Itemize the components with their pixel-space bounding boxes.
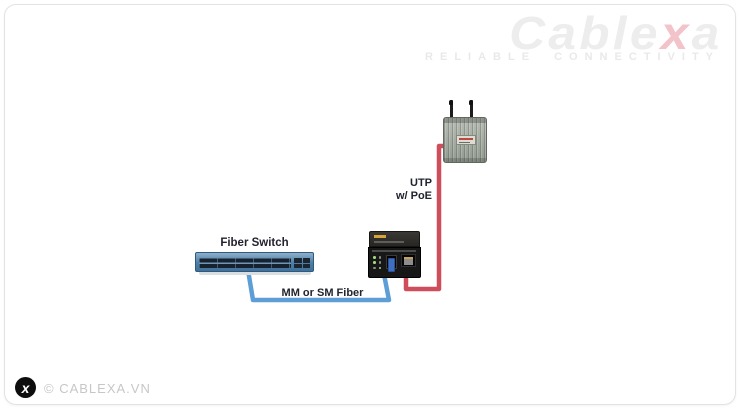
media-converter-front <box>368 247 421 278</box>
brand-watermark: Cablexa <box>509 6 722 60</box>
ap-antenna-left <box>449 100 454 118</box>
cablexa-logo-glyph: x <box>21 379 30 396</box>
utp-cable-label: UTP w/ PoE <box>396 177 432 203</box>
cablexa-logo-icon: x <box>15 377 36 398</box>
converter-front-print <box>372 250 416 252</box>
copyright-text: © CABLEXA.VN <box>44 381 151 396</box>
brand-watermark-accent: x <box>660 7 692 59</box>
brand-watermark-suffix: a <box>691 7 722 59</box>
ap-label-plate <box>456 135 476 145</box>
ap-antenna-right <box>469 100 474 118</box>
utp-cable-label-line2: w/ PoE <box>395 190 432 202</box>
converter-led-indicators <box>373 256 382 270</box>
media-converter-top <box>369 231 420 247</box>
fiber-switch-device <box>195 252 314 272</box>
ap-bottom-edge <box>444 158 486 162</box>
diagram-card <box>4 4 736 405</box>
converter-rj45-port <box>401 254 416 267</box>
brand-tagline: RELIABLE CONNECTIVITY <box>425 51 720 63</box>
converter-brand-mark <box>374 235 386 238</box>
utp-cable-label-line1: UTP <box>410 177 432 189</box>
converter-print-line <box>374 241 404 243</box>
ap-top-edge <box>444 118 486 123</box>
media-converter-device <box>368 231 421 278</box>
switch-ports <box>199 257 291 268</box>
fiber-cable-label: MM or SM Fiber <box>281 287 364 299</box>
converter-fiber-connector <box>388 258 395 272</box>
brand-watermark-prefix: Cable <box>508 7 661 59</box>
fiber-switch-shadow <box>199 271 311 275</box>
switch-uplink-ports <box>294 258 310 268</box>
access-point-device <box>443 117 487 163</box>
fiber-switch-label: Fiber Switch <box>220 237 289 249</box>
